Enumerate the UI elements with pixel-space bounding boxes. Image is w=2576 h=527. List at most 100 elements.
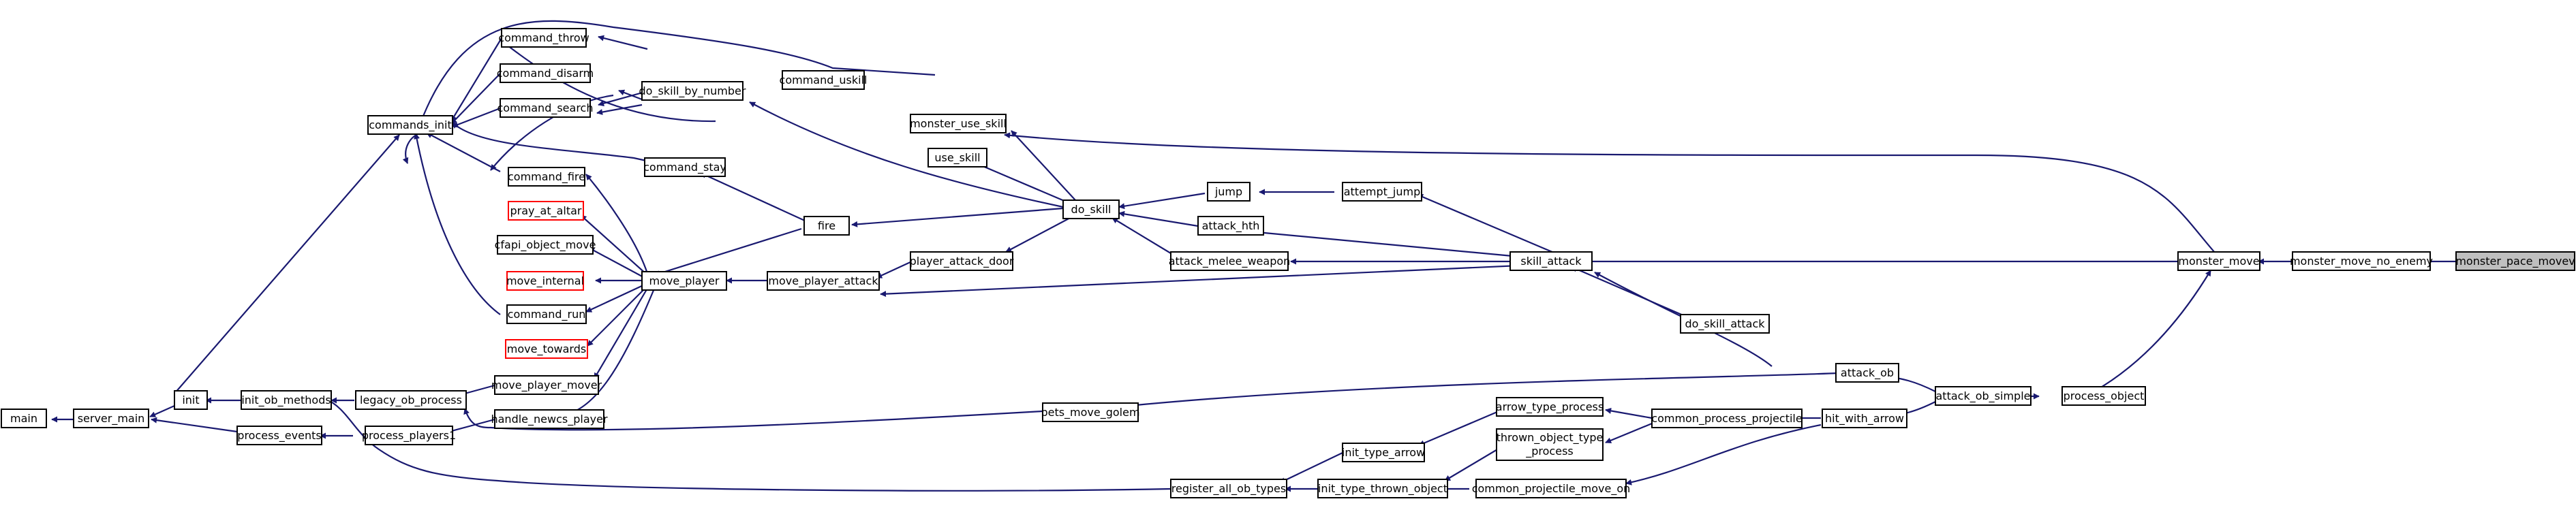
node-label: cfapi_object_move — [495, 238, 596, 252]
edge — [1444, 446, 1503, 481]
edge — [450, 37, 502, 122]
node-move-player-mover[interactable]: move_player_mover — [491, 375, 602, 395]
node-do-skill-attack[interactable]: do_skill_attack — [1680, 314, 1770, 334]
node-common-projectile-move-on[interactable]: common_projectile_move_on — [1472, 479, 1631, 498]
node-command-disarm[interactable]: command_disarm — [497, 63, 594, 83]
node-do-skill-by-number[interactable]: do_skill_by_number — [639, 81, 746, 101]
node-label: skill_attack — [1520, 255, 1582, 268]
edge — [151, 417, 238, 433]
node-command-fire[interactable]: command_fire — [508, 167, 585, 187]
node-label: move_internal — [506, 274, 584, 288]
node-use-skill[interactable]: use_skill — [927, 148, 987, 167]
node-label: do_skill_by_number — [639, 84, 746, 98]
node-label: command_throw — [498, 31, 589, 45]
node-command-throw[interactable]: command_throw — [498, 28, 589, 48]
node-thrown-object-type-process[interactable]: thrown_object_type_process — [1496, 428, 1604, 461]
node-label: command_stay — [643, 161, 726, 174]
node-init[interactable]: init — [174, 390, 208, 410]
node-label: do_skill_attack — [1685, 317, 1765, 331]
node-label: hit_with_arrow — [1825, 412, 1904, 426]
edge — [598, 35, 648, 50]
nodes: monster_pace_movev monster_move_no_enemy… — [1, 28, 2575, 498]
node-common-process-projectile[interactable]: common_process_projectile — [1651, 409, 1803, 428]
node-register-all-ob-types[interactable]: register_all_ob_types — [1170, 479, 1287, 498]
node-attack-melee-weapon[interactable]: attack_melee_weapon — [1169, 251, 1291, 271]
edge — [1004, 132, 2215, 253]
node-do-skill[interactable]: do_skill — [1062, 199, 1120, 219]
edge — [851, 207, 1064, 227]
edge — [1605, 422, 1653, 444]
node-label: use_skill — [934, 151, 980, 165]
node-label: player_attack_door — [910, 255, 1014, 268]
edge — [876, 261, 913, 278]
edge — [1011, 130, 1076, 201]
node-pray-at-altar[interactable]: pray_at_altar — [508, 201, 584, 221]
node-label: server_main — [78, 412, 145, 426]
node-skill-attack[interactable]: skill_attack — [1509, 251, 1593, 271]
node-label: attempt_jump — [1344, 185, 1421, 199]
node-label: monster_pace_movev — [2455, 255, 2575, 268]
node-label: attack_melee_weapon — [1169, 255, 1291, 268]
node-player-attack-door[interactable]: player_attack_door — [910, 251, 1014, 271]
node-label: process_players1 — [362, 429, 456, 443]
node-label: init_type_arrow — [1342, 446, 1425, 460]
node-server-main[interactable]: server_main — [73, 409, 149, 428]
node-init-type-thrown-object[interactable]: init_type_thrown_object — [1317, 479, 1448, 498]
node-monster-move-no-enemy[interactable]: monster_move_no_enemy — [2290, 251, 2433, 271]
node-label: process_events — [237, 429, 321, 443]
node-monster-move[interactable]: monster_move — [2177, 251, 2260, 271]
node-fire[interactable]: fire — [803, 216, 850, 236]
node-label: monster_use_skill — [910, 117, 1007, 131]
node-jump[interactable]: jump — [1207, 182, 1251, 202]
node-command-stay[interactable]: command_stay — [643, 157, 726, 177]
edge — [463, 408, 1043, 431]
edge — [1118, 192, 1206, 210]
node-pets-move-golem[interactable]: pets_move_golem — [1041, 402, 1140, 422]
node-label: init_ob_methods — [241, 394, 331, 407]
node-init-ob-methods[interactable]: init_ob_methods — [241, 390, 332, 410]
edge — [402, 131, 423, 164]
edge — [654, 227, 802, 276]
node-attack-ob-simple[interactable]: attack_ob_simple — [1935, 386, 2031, 406]
edge — [2085, 270, 2211, 397]
node-command-search[interactable]: command_search — [497, 98, 594, 118]
node-move-player-attack[interactable]: move_player_attack — [767, 271, 880, 291]
node-label: move_towards — [507, 342, 586, 356]
node-command-run[interactable]: command_run — [506, 304, 587, 324]
node-main[interactable]: main — [1, 409, 47, 428]
node-command-uskill[interactable]: command_uskill — [780, 70, 868, 90]
node-legacy-ob-process[interactable]: legacy_ob_process — [355, 390, 467, 410]
node-init-type-arrow[interactable]: init_type_arrow — [1342, 443, 1425, 462]
node-handle-newcs-player[interactable]: handle_newcs_player — [491, 409, 608, 429]
node-label: monster_move_no_enemy — [2290, 255, 2433, 268]
edge — [588, 247, 645, 278]
node-attempt-jump[interactable]: attempt_jump — [1342, 182, 1422, 202]
edge — [749, 101, 1064, 208]
edge — [452, 122, 690, 172]
node-attack-ob[interactable]: attack_ob — [1835, 363, 1899, 383]
node-process-object[interactable]: process_object — [2061, 386, 2146, 406]
edge — [1101, 372, 1839, 411]
node-label: move_player — [649, 274, 720, 288]
node-commands-init[interactable]: commands_init — [367, 115, 453, 135]
node-move-towards[interactable]: move_towards — [505, 339, 588, 359]
node-move-player[interactable]: move_player — [641, 271, 727, 291]
node-label: monster_move — [2178, 255, 2259, 268]
node-monster-use-skill[interactable]: monster_use_skill — [910, 114, 1007, 133]
node-move-internal[interactable]: move_internal — [506, 271, 584, 291]
edges — [51, 20, 2455, 492]
node-process-players1[interactable]: process_players1 — [362, 426, 456, 445]
edge — [1227, 227, 1520, 258]
node-monster-pace-movev[interactable]: monster_pace_movev — [2455, 251, 2575, 271]
node-label: init — [182, 394, 199, 406]
edge — [587, 285, 648, 347]
node-attack-hth[interactable]: attack_hth — [1197, 216, 1264, 236]
node-arrow-type-process[interactable]: arrow_type_process — [1496, 397, 1604, 417]
edge — [1571, 266, 1685, 317]
node-process-events[interactable]: process_events — [236, 426, 322, 445]
edge — [618, 89, 643, 101]
node-label: commands_init — [369, 118, 452, 132]
node-cfapi-object-move[interactable]: cfapi_object_move — [495, 235, 596, 255]
edge — [880, 264, 1520, 298]
node-hit-with-arrow[interactable]: hit_with_arrow — [1822, 409, 1907, 428]
